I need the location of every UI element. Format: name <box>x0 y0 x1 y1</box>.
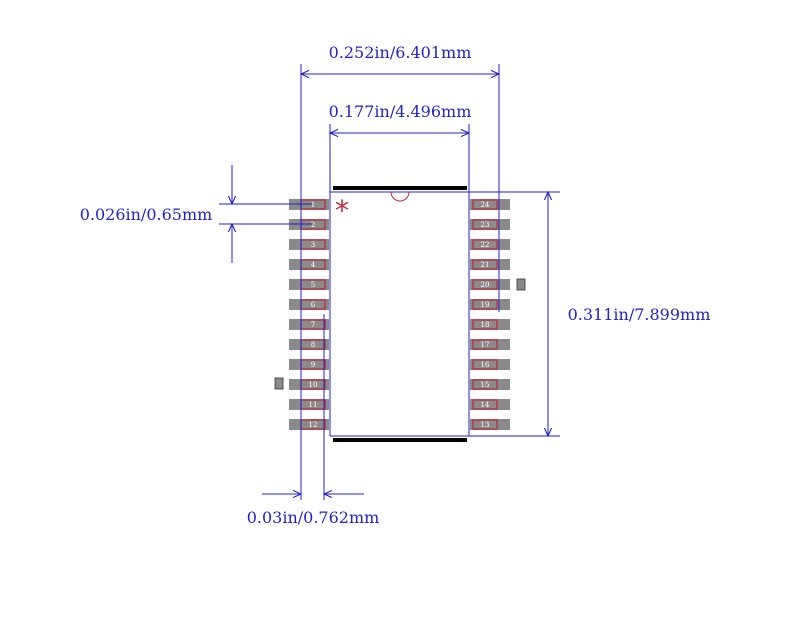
pin-number-20: 20 <box>481 281 490 289</box>
pad-10 <box>289 379 329 390</box>
pad-4 <box>289 259 329 270</box>
pad-14 <box>470 399 510 410</box>
silkscreen-top-bar <box>333 186 467 190</box>
pad-outline-14 <box>472 399 498 410</box>
pad-23 <box>470 219 510 230</box>
pad-13 <box>470 419 510 430</box>
body-width-dimension: 0.177in/4.496mm <box>329 102 472 192</box>
fiducial-left <box>274 377 284 390</box>
pin-number-13: 13 <box>481 421 490 429</box>
body-length-label: 0.311in/7.899mm <box>568 305 711 324</box>
fiducial-right <box>516 278 526 291</box>
pin-number-8: 8 <box>311 341 315 349</box>
pin1-notch <box>390 191 410 202</box>
pin-number-12: 12 <box>309 421 318 429</box>
pin-number-16: 16 <box>481 361 490 369</box>
pad-length-label: 0.03in/0.762mm <box>247 508 380 527</box>
pin1-marker: * <box>335 194 349 227</box>
pin-number-21: 21 <box>481 261 490 269</box>
pad-7 <box>289 319 329 330</box>
pad-outline-15 <box>472 379 498 390</box>
pad-17 <box>470 339 510 350</box>
pad-outline-18 <box>472 319 498 330</box>
pad-11 <box>289 399 329 410</box>
pad-3 <box>289 239 329 250</box>
pin-number-22: 22 <box>481 241 490 249</box>
pin-number-11: 11 <box>309 401 318 409</box>
pin-number-1: 1 <box>311 201 315 209</box>
pad-outline-21 <box>472 259 498 270</box>
pitch-dimension: 0.026in/0.65mm <box>80 165 312 263</box>
pin-number-19: 19 <box>481 301 490 309</box>
pin-number-10: 10 <box>309 381 318 389</box>
pad-24 <box>470 199 510 210</box>
overall-width-dimension: 0.252in/6.401mm <box>301 43 499 500</box>
pad-15 <box>470 379 510 390</box>
pad-outline-13 <box>472 419 498 430</box>
pin-number-2: 2 <box>311 221 315 229</box>
pad-12 <box>289 419 329 430</box>
pin-number-17: 17 <box>481 341 490 349</box>
silkscreen-bottom-bar <box>333 438 467 442</box>
pad-outline-20 <box>472 279 498 290</box>
pad-outline-16 <box>472 359 498 370</box>
pin-number-4: 4 <box>311 261 316 269</box>
pad-6 <box>289 299 329 310</box>
pin-number-23: 23 <box>481 221 490 229</box>
pad-8 <box>289 339 329 350</box>
pin-number-7: 7 <box>311 321 315 329</box>
pin-number-6: 6 <box>311 301 316 309</box>
pin-number-15: 15 <box>481 381 490 389</box>
pad-21 <box>470 259 510 270</box>
pin-number-5: 5 <box>311 281 315 289</box>
pad-9 <box>289 359 329 370</box>
right-pad-row: 24 23 22 21 20 19 18 17 16 15 14 13 <box>470 199 510 430</box>
pitch-label: 0.026in/0.65mm <box>80 205 213 224</box>
pin-number-3: 3 <box>311 241 315 249</box>
pad-5 <box>289 279 329 290</box>
pad-outline-24 <box>472 199 498 210</box>
pad-16 <box>470 359 510 370</box>
pin-number-24: 24 <box>481 201 490 209</box>
package-body <box>329 191 470 437</box>
pad-length-dimension: 0.03in/0.762mm <box>247 314 380 527</box>
pad-outline-19 <box>472 299 498 310</box>
body-width-label: 0.177in/4.496mm <box>329 102 472 121</box>
pin-number-14: 14 <box>481 401 490 409</box>
pad-outline-17 <box>472 339 498 350</box>
pin-number-18: 18 <box>481 321 490 329</box>
body-length-dimension: 0.311in/7.899mm <box>469 192 710 436</box>
pad-19 <box>470 299 510 310</box>
pad-outline-23 <box>472 219 498 230</box>
pad-18 <box>470 319 510 330</box>
pad-outline-22 <box>472 239 498 250</box>
overall-width-label: 0.252in/6.401mm <box>329 43 472 62</box>
pad-22 <box>470 239 510 250</box>
pad-20 <box>470 279 510 290</box>
pin-number-9: 9 <box>311 361 315 369</box>
